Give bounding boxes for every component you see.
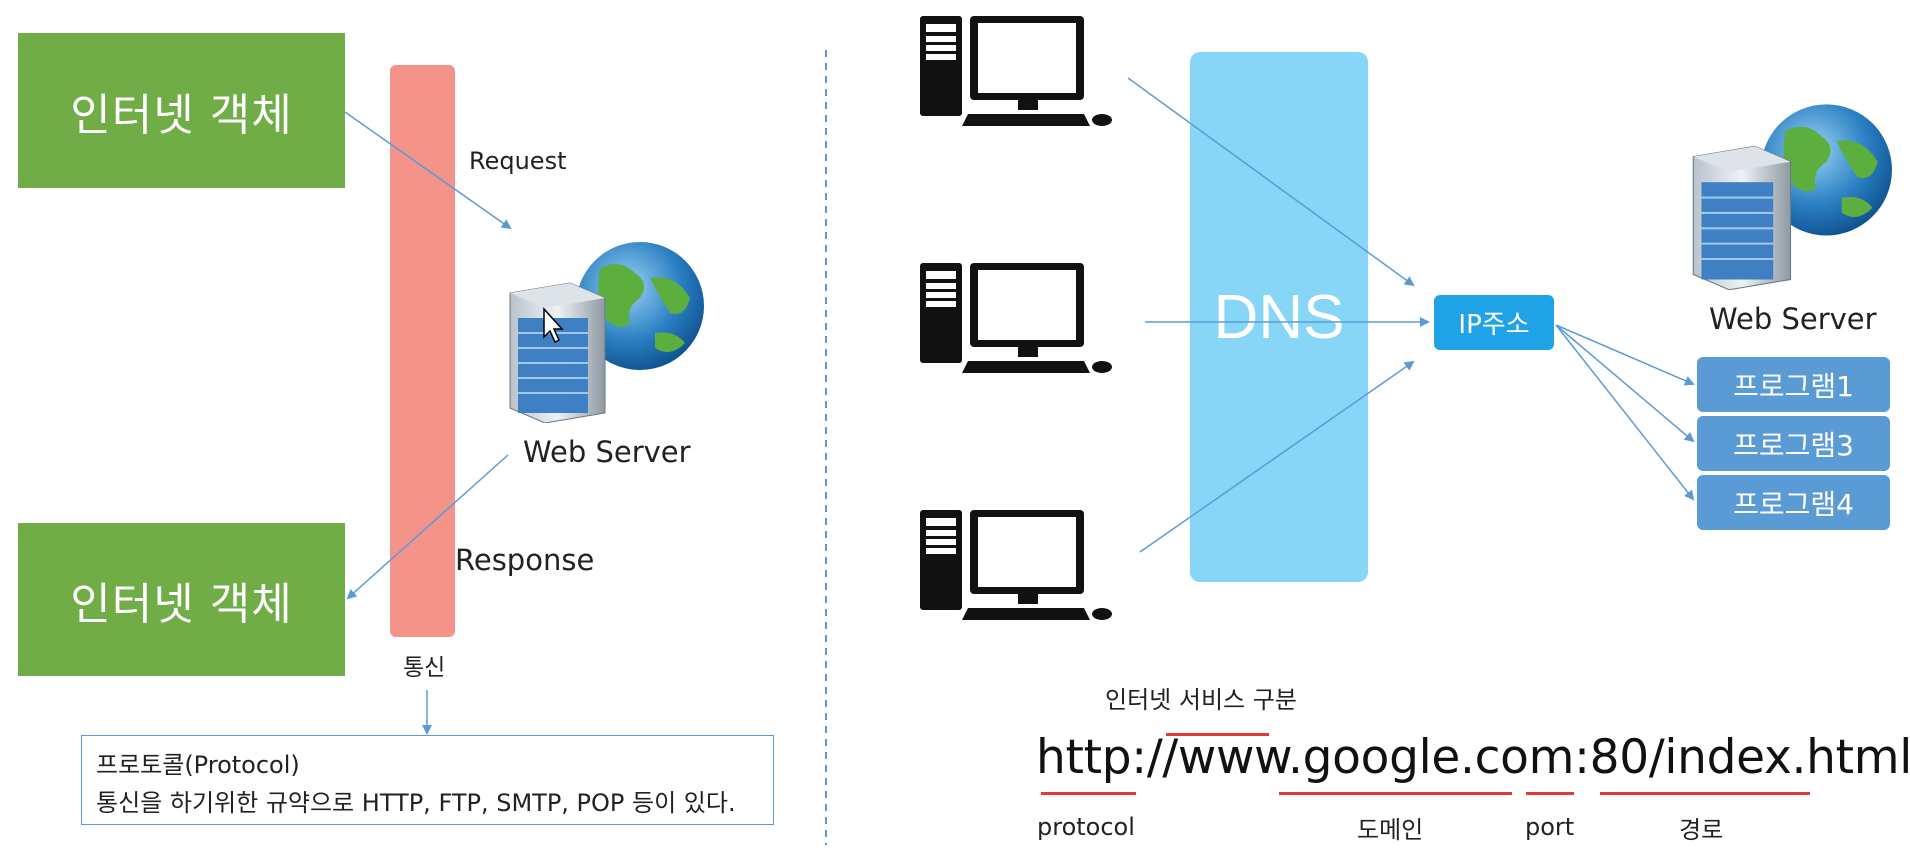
communication-bar — [390, 65, 455, 637]
program-label-3: 프로그램4 — [1733, 487, 1854, 521]
desktop-computer-icon — [918, 508, 1114, 624]
underline-port — [1526, 792, 1574, 795]
protocol-description: 통신을 하기위한 규약으로 HTTP, FTP, SMTP, POP 등이 있다… — [96, 789, 736, 817]
url-scheme: http:// — [1036, 730, 1178, 785]
program-box-2: 프로그램3 — [1697, 416, 1890, 471]
url-domain: www.google.com — [1177, 730, 1575, 785]
underline-path — [1600, 792, 1810, 795]
cursor-icon — [538, 307, 568, 345]
program-box-3: 프로그램4 — [1697, 475, 1890, 530]
program-box-1: 프로그램1 — [1697, 357, 1890, 412]
url-part-protocol: protocol — [1037, 813, 1135, 841]
protocol-title: 프로토콜(Protocol) — [96, 751, 300, 779]
request-label: Request — [469, 147, 567, 175]
internet-object-top-label: 인터넷 객체 — [70, 89, 293, 141]
ip-address-box: IP주소 — [1434, 295, 1554, 350]
desktop-computer-icon — [918, 261, 1114, 377]
underline-domain — [1279, 792, 1512, 795]
url-text: http://www.google.com:80/index.html — [1036, 730, 1910, 785]
response-label: Response — [455, 543, 595, 577]
internet-object-bottom: 인터넷 객체 — [18, 523, 345, 676]
program-label-2: 프로그램3 — [1733, 428, 1854, 462]
program2-arrow — [1555, 324, 1695, 443]
program-label-1: 프로그램1 — [1733, 369, 1854, 403]
protocol-box: 프로토콜(Protocol) 통신을 하기위한 규약으로 HTTP, FTP, … — [81, 735, 774, 825]
url-part-domain: 도메인 — [1357, 816, 1424, 844]
web-server-label-right: Web Server — [1709, 302, 1877, 336]
desktop-computer-icon — [918, 14, 1114, 130]
internet-object-top: 인터넷 객체 — [18, 33, 345, 188]
url-path: /index.html — [1648, 730, 1910, 785]
channel-label: 통신 — [403, 655, 446, 681]
underline-www — [1166, 733, 1269, 736]
program1-arrow — [1555, 324, 1695, 386]
internet-object-bottom-label: 인터넷 객체 — [70, 578, 293, 630]
url-part-port: port — [1525, 813, 1575, 841]
url-part-path: 경로 — [1679, 816, 1724, 844]
url-port: :80 — [1574, 730, 1649, 785]
ip-address-label: IP주소 — [1458, 310, 1530, 340]
web-server-globe-icon — [500, 238, 705, 424]
program3-arrow — [1555, 324, 1695, 501]
web-server-label-left: Web Server — [523, 435, 691, 469]
service-label: 인터넷 서비스 구분 — [1105, 686, 1297, 714]
underline-protocol — [1041, 792, 1136, 795]
dns-label: DNS — [1213, 282, 1345, 352]
web-server-globe-icon — [1683, 100, 1893, 291]
dns-block: DNS — [1190, 52, 1368, 582]
